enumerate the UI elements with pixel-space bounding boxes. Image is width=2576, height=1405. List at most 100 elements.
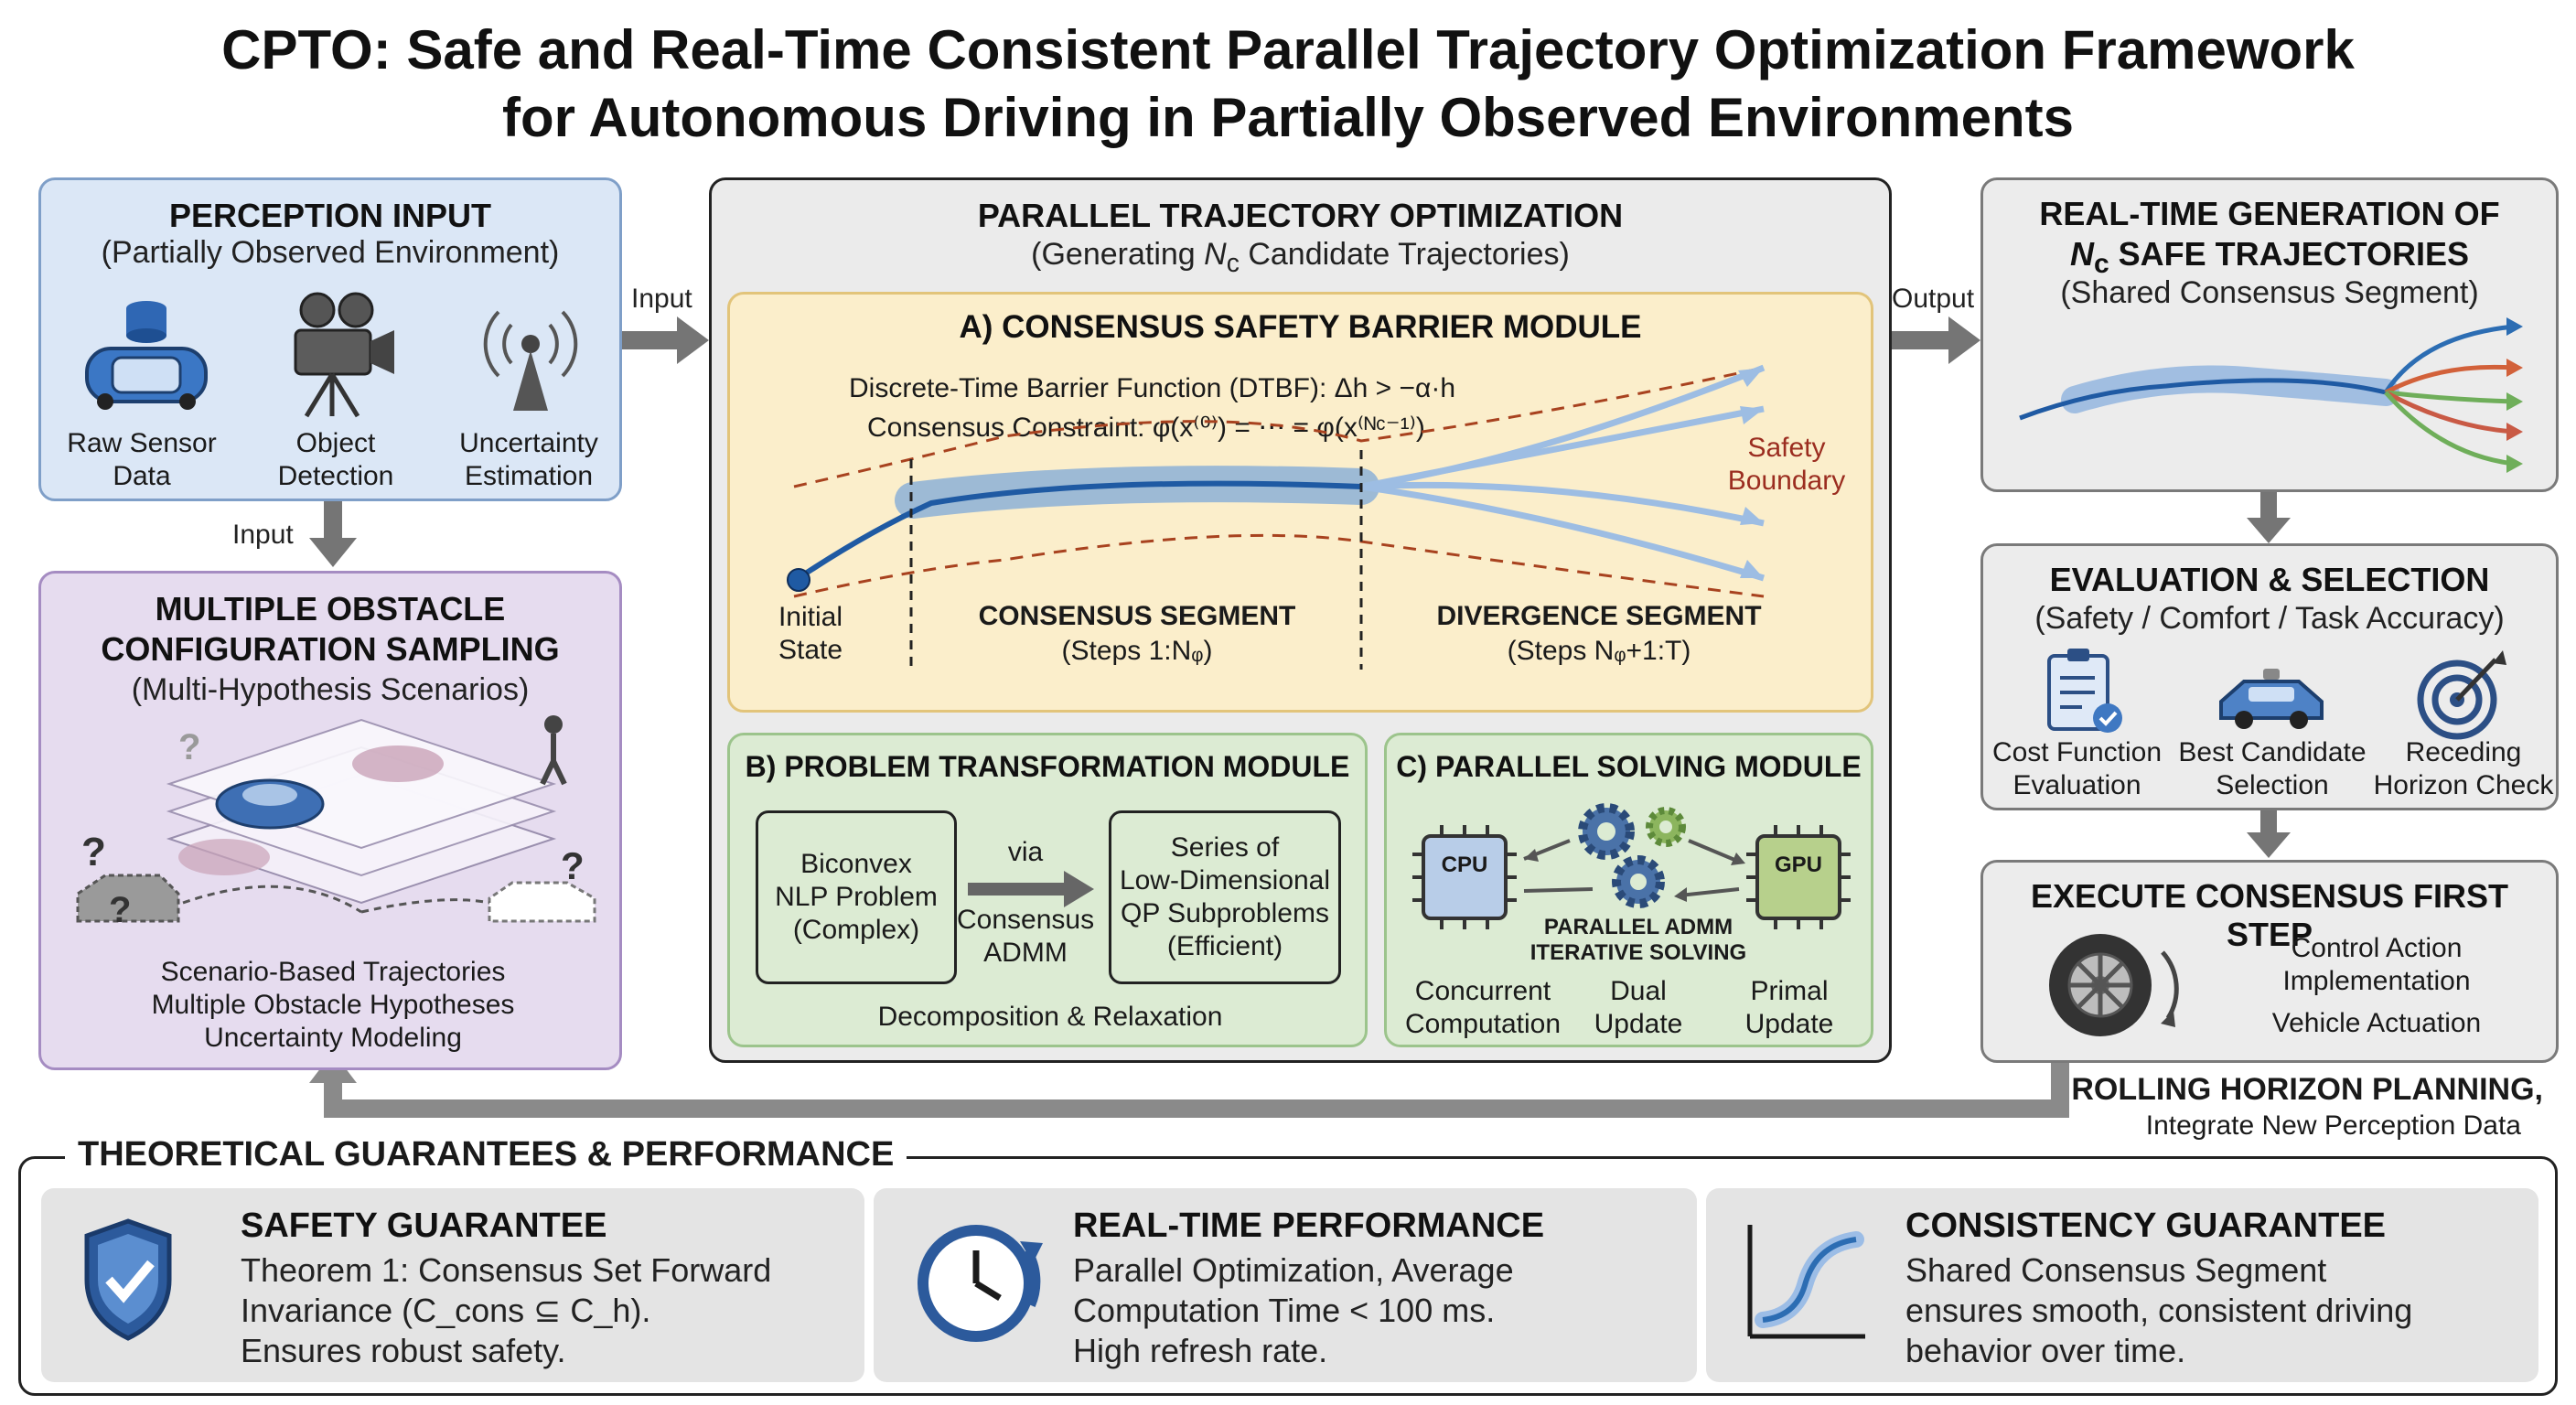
primal-update-label: Primal Update: [1712, 975, 1867, 1041]
sampling-line-2: Multiple Obstacle Hypotheses: [151, 990, 515, 1020]
consistency-line-1: Shared Consensus Segment: [1905, 1251, 2327, 1289]
initial-state-label: Initial State: [765, 601, 856, 667]
qp-line-1: Series of: [1170, 832, 1280, 863]
perception-item-2: Object Detection: [244, 427, 427, 493]
qp-subproblems-box: Series of Low-Dimensional QP Subproblems…: [1109, 810, 1341, 984]
parallel-admm-label: PARALLEL ADMM ITERATIVE SOLVING: [1506, 915, 1771, 966]
concurrent-line-2: Computation: [1404, 1009, 1562, 1039]
page-title: CPTO: Safe and Real-Time Consistent Para…: [0, 16, 2576, 152]
vehicle-actuation-label: Vehicle Actuation: [2271, 1008, 2482, 1038]
consensus-segment-steps: (Steps 1:Nᵩ): [1061, 636, 1213, 666]
realtime-title-1: REAL-TIME GENERATION OF: [2039, 195, 2500, 232]
initial-state-line1: Initial: [778, 602, 843, 632]
perception-item-2-line1: Object: [295, 428, 376, 458]
realtime-title-n: N: [2069, 235, 2094, 273]
parallel-admm-line-2: ITERATIVE SOLVING: [1530, 940, 1747, 965]
cost-function-line1: Cost Function: [1991, 737, 2163, 767]
nlp-line-2: NLP Problem: [775, 882, 938, 912]
receding-horizon-label: Receding Horizon Check: [2367, 736, 2560, 802]
safety-guarantee-body: Theorem 1: Consensus Set Forward Invaria…: [241, 1250, 771, 1371]
dtbf-formula: Discrete-Time Barrier Function (DTBF): Δ…: [849, 373, 1456, 403]
arrow-label-input-right: Input: [631, 284, 692, 314]
best-candidate-line2: Selection: [2216, 770, 2329, 800]
sampling-title-1: MULTIPLE OBSTACLE: [155, 590, 506, 627]
parallel-subtitle-n: N: [1204, 237, 1227, 272]
consensus-constraint: Consensus Constraint: φ(x⁽⁰⁾) = ⋯ = φ(x⁽…: [867, 413, 1425, 443]
gpu-label: GPU: [1774, 853, 1822, 877]
safety-line-2: Invariance (C_cons ⊆ C_h).: [241, 1292, 651, 1329]
shield-icon: [84, 1218, 172, 1341]
safety-line-1: Theorem 1: Consensus Set Forward: [241, 1251, 772, 1289]
dual-line-1: Dual: [1610, 976, 1667, 1006]
perception-subtitle: (Partially Observed Environment): [101, 235, 560, 270]
car-sensor-icon: [85, 301, 208, 410]
checklist-icon: [2047, 649, 2122, 733]
parallel-subtitle-post: Candidate Trajectories): [1239, 237, 1570, 272]
wheel-icon: [2049, 934, 2179, 1036]
perception-item-3-line2: Estimation: [464, 461, 594, 491]
trajectory-illustration: [787, 364, 1766, 670]
sampling-subtitle: (Multi-Hypothesis Scenarios): [131, 672, 530, 707]
question-mark-4: ?: [561, 844, 585, 887]
realtime-title-sub: c: [2093, 249, 2109, 280]
nlp-line-3: (Complex): [792, 915, 920, 945]
safety-boundary-line1: Safety: [1747, 433, 1826, 463]
arrow-input-right-head: [677, 316, 709, 364]
perception-item-1: Raw Sensor Data: [50, 427, 233, 493]
primal-line-1: Primal: [1750, 976, 1829, 1006]
sampling-line-3: Uncertainty Modeling: [204, 1023, 462, 1053]
admm-line-1: Consensus: [957, 905, 1095, 935]
cpu-chip-icon: [1412, 825, 1517, 929]
control-action-line1: Control Action: [2291, 933, 2463, 963]
sampling-line-1: Scenario-Based Trajectories: [160, 957, 506, 987]
receding-horizon-line2: Horizon Check: [2373, 770, 2554, 800]
curve-chart-icon: [1747, 1225, 1865, 1339]
title-line-2: for Autonomous Driving in Partially Obse…: [501, 87, 2075, 148]
control-action-line2: Implementation: [2282, 966, 2471, 996]
arrow-to-execute-head: [2247, 832, 2291, 858]
consistency-guarantee-body: Shared Consensus Segment ensures smooth,…: [1905, 1250, 2412, 1371]
realtime-title-2: Nc SAFE TRAJECTORIES: [1983, 235, 2556, 280]
parallel-admm-line-1: PARALLEL ADMM: [1543, 915, 1733, 939]
parallel-subtitle-pre: (Generating: [1031, 237, 1205, 272]
consensus-segment-title: CONSENSUS SEGMENT: [978, 601, 1296, 631]
perception-item-1-line1: Raw Sensor: [67, 428, 217, 458]
divergence-segment-steps: (Steps Nᵩ+1:T): [1507, 636, 1691, 666]
decomposition-label: Decomposition & Relaxation: [877, 1002, 1223, 1032]
concurrent-line-1: Concurrent: [1414, 976, 1551, 1006]
perception-title: PERCEPTION INPUT: [168, 197, 492, 234]
rolling-horizon-title: ROLLING HORIZON PLANNING,: [2071, 1072, 2543, 1107]
question-mark-1: ?: [178, 727, 201, 767]
solving-module: C) PARALLEL SOLVING MODULE: [1384, 733, 1873, 1047]
cost-function-label: Cost Function Evaluation: [1983, 736, 2171, 802]
realtime-subtitle: (Shared Consensus Segment): [2060, 275, 2479, 310]
best-candidate-line1: Best Candidate: [2178, 737, 2367, 767]
dual-line-2: Update: [1594, 1009, 1683, 1039]
evaluation-subtitle: (Safety / Comfort / Task Accuracy): [2034, 601, 2505, 636]
nlp-line-1: Biconvex: [800, 849, 912, 879]
nlp-problem-text: Biconvex NLP Problem (Complex): [758, 848, 954, 947]
barrier-title: A) CONSENSUS SAFETY BARRIER MODULE: [959, 309, 1642, 345]
perception-item-3: Uncertainty Estimation: [433, 427, 625, 493]
parallel-subtitle: (Generating Nc Candidate Trajectories): [712, 237, 1889, 279]
perception-item-2-line2: Detection: [277, 461, 394, 491]
arrow-output-head: [1948, 316, 1980, 364]
cpu-label: CPU: [1441, 853, 1488, 877]
realtime-performance-card: REAL-TIME PERFORMANCE Parallel Optimizat…: [874, 1188, 1697, 1382]
parallel-subtitle-sub: c: [1226, 248, 1240, 278]
consistency-guarantee-title: CONSISTENCY GUARANTEE: [1905, 1207, 2387, 1245]
primal-line-2: Update: [1744, 1009, 1834, 1039]
target-icon: [2417, 650, 2506, 740]
barrier-module: A) CONSENSUS SAFETY BARRIER MODULE Discr…: [727, 292, 1873, 713]
transform-arrow: [968, 871, 1094, 907]
initial-state-line2: State: [778, 635, 843, 665]
transformation-module: B) PROBLEM TRANSFORMATION MODULE Biconve…: [727, 733, 1368, 1047]
arrow-feedback-loop: [324, 1063, 2069, 1118]
clock-icon: [918, 1225, 1043, 1342]
car-icon: [2219, 669, 2324, 729]
transformation-title: B) PROBLEM TRANSFORMATION MODULE: [745, 750, 1350, 783]
admm-label: Consensus ADMM: [957, 904, 1094, 970]
title-line-1: CPTO: Safe and Real-Time Consistent Para…: [221, 19, 2355, 80]
perception-panel: PERCEPTION INPUT (Partially Observed Env…: [38, 177, 622, 501]
